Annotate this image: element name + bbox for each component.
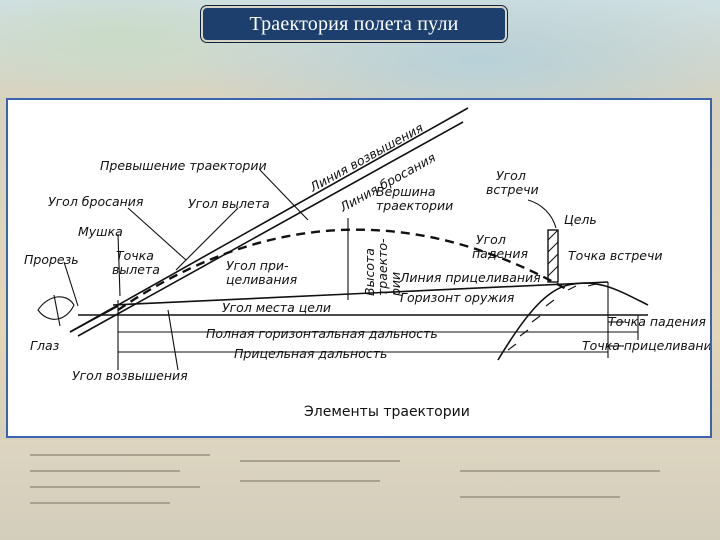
label-meet-angle-2: встречи <box>486 182 539 197</box>
label-trajectory-excess: Превышение траектории <box>100 158 267 173</box>
label-front-sight: Мушка <box>78 224 123 239</box>
label-aim-angle-2: целивания <box>226 272 298 287</box>
label-weapon-horizon: Горизонт оружия <box>400 290 515 305</box>
label-departure-angle: Угол вылета <box>188 196 270 211</box>
label-height-2: траекто- <box>375 238 390 296</box>
trajectory-curve <box>117 228 569 311</box>
label-vertex-2: траектории <box>376 198 453 213</box>
label-eye: Глаз <box>30 338 60 353</box>
slide-title: Траектория полета пули <box>201 6 507 42</box>
label-departure-point-2: вылета <box>112 262 160 277</box>
map-legend-strip <box>0 440 720 540</box>
label-aim-point: Точка прицеливания <box>582 338 710 353</box>
aiming-line <box>112 281 609 306</box>
label-full-range: Полная горизонтальная дальность <box>206 326 438 341</box>
label-fall-angle-2: падения <box>472 246 528 261</box>
label-target: Цель <box>564 212 597 227</box>
diagram-caption: Элементы траектории <box>304 404 470 420</box>
label-throw-angle: Угол бросания <box>48 194 144 209</box>
label-departure-point-1: Точка <box>116 248 154 263</box>
trajectory-diagram: Линия возвышения Линия бросания Превышен… <box>24 107 710 420</box>
label-elevation-angle: Угол возвышения <box>72 368 188 383</box>
label-rear-sight: Прорезь <box>24 252 79 267</box>
label-target-place-angle: Угол места цели <box>222 300 331 315</box>
label-vertex-1: Вершина <box>376 184 436 199</box>
label-aim-line: Линия прицеливания <box>399 270 541 285</box>
label-height-3: рии <box>388 272 403 297</box>
label-meet-point: Точка встречи <box>568 248 663 263</box>
terrain-hill <box>497 282 649 361</box>
label-aim-range: Прицельная дальность <box>234 346 387 361</box>
label-aim-angle-1: Угол при- <box>226 258 289 273</box>
label-meet-angle-1: Угол <box>496 168 526 183</box>
eye-icon <box>37 296 75 320</box>
label-fall-angle-1: Угол <box>476 232 506 247</box>
trajectory-diagram-panel: Линия возвышения Линия бросания Превышен… <box>6 98 712 438</box>
label-fall-point: Точка падения <box>608 314 706 329</box>
label-height-1: Высота <box>362 248 377 296</box>
elevation-line <box>69 107 469 333</box>
throw-line <box>77 121 464 337</box>
target-post <box>547 229 559 283</box>
